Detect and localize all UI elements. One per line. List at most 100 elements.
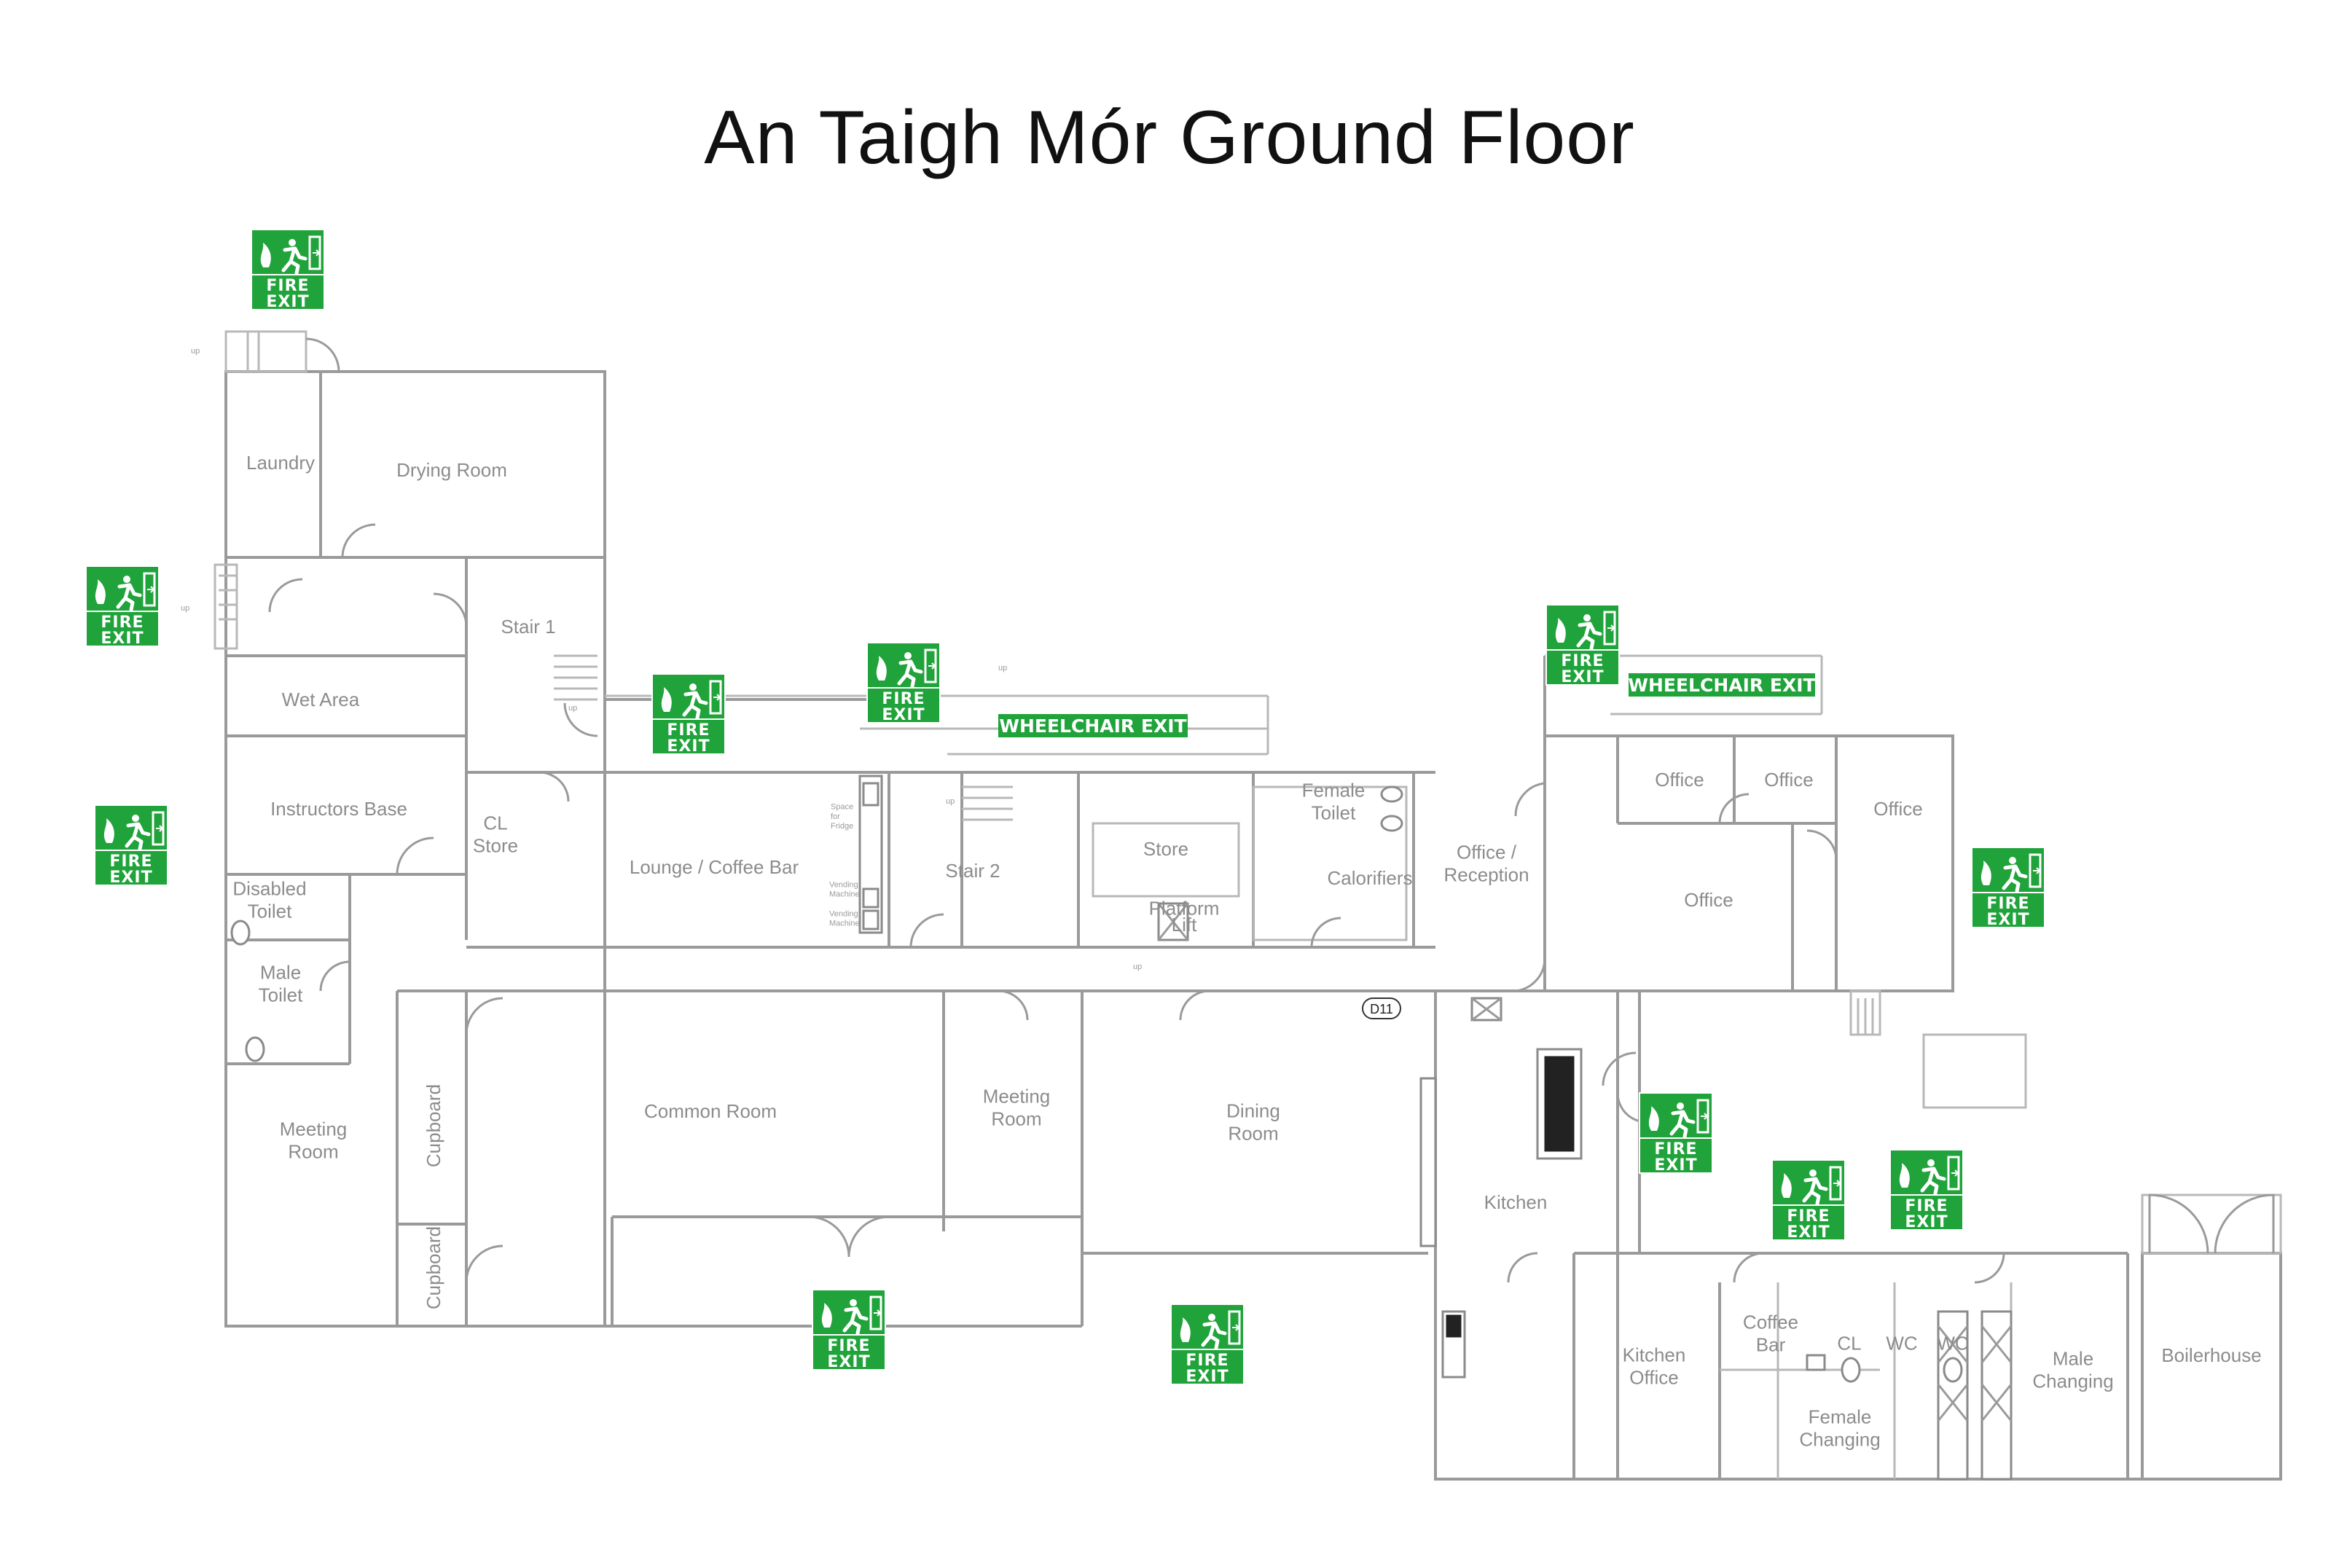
room-office-reception: Office /Reception (1443, 842, 1529, 886)
fire-exit-signs: FIRE EXIT FIRE EXIT FIRE EXIT (85, 229, 2045, 1386)
room-instructors-base: Instructors Base (270, 798, 407, 820)
fire-exit-line-1: FIRE (1561, 652, 1604, 670)
room-wc-1: WC (1886, 1333, 1917, 1355)
fire-exit-sign: FIRE EXIT (1889, 1149, 1964, 1231)
fire-exit-sign: FIRE EXIT (1545, 604, 1620, 686)
stair-note-up-1: up (191, 347, 200, 356)
fire-exit-line-1: FIRE (101, 614, 144, 632)
room-office-4: Office (1684, 889, 1733, 911)
running-man-fire-exit-icon (1781, 1166, 1842, 1206)
fire-exit-sign: FIRE EXIT (1639, 1092, 1713, 1175)
running-man-fire-exit-icon (1648, 1099, 1709, 1139)
fire-exit-line-2: EXIT (1905, 1213, 1948, 1231)
fire-exit-line-1: FIRE (1654, 1140, 1697, 1159)
fire-exit-sign: FIRE EXIT (1771, 1159, 1846, 1242)
wheelchair-exit-sign-2: WHEELCHAIR EXIT (1628, 673, 1816, 697)
fire-exit-sign: FIRE EXIT (94, 804, 168, 887)
fire-exit-line-1: FIRE (1986, 895, 2029, 913)
running-man-fire-exit-icon (1899, 1156, 1960, 1196)
room-office-3: Office (1873, 798, 1922, 820)
running-man-fire-exit-icon (1180, 1310, 1241, 1350)
fire-exit-line-1: FIRE (1905, 1197, 1948, 1215)
fire-exit-sign: FIRE EXIT (251, 229, 325, 311)
fire-exit-line-2: EXIT (109, 869, 152, 887)
stair-note-up-6: up (1133, 963, 1142, 971)
toilet-pan (245, 1036, 265, 1062)
running-man-fire-exit-icon (661, 680, 722, 720)
fire-exit-sign: FIRE EXIT (85, 565, 160, 648)
room-stair2: Stair 2 (945, 860, 1000, 882)
fire-exit-line-2: EXIT (101, 630, 144, 648)
room-cupboard-1: Cupboard (423, 1084, 444, 1167)
fire-exit-line-1: FIRE (827, 1337, 870, 1355)
running-man-fire-exit-icon (95, 572, 156, 612)
fire-exit-line-2: EXIT (882, 706, 925, 724)
room-cupboard-2: Cupboard (423, 1226, 444, 1309)
room-office-1: Office (1655, 769, 1704, 791)
room-lounge: Lounge / Coffee Bar (630, 856, 799, 878)
fixtures (219, 332, 2013, 1481)
room-calorifiers: Calorifiers (1327, 867, 1412, 889)
room-office-2: Office (1764, 769, 1813, 791)
stair-note-up-4: up (946, 797, 955, 806)
stair2-steps (962, 785, 1013, 821)
svg-text:WHEELCHAIR EXIT: WHEELCHAIR EXIT (999, 716, 1186, 737)
door-swings (268, 337, 2275, 1284)
room-boilerhouse: Boilerhouse (2161, 1344, 2261, 1366)
fire-exit-line-2: EXIT (667, 737, 710, 756)
fire-exit-line-2: EXIT (1654, 1156, 1697, 1175)
fire-exit-line-2: EXIT (1186, 1368, 1229, 1386)
stair-note-up-5: up (998, 664, 1007, 673)
fire-exit-line-1: FIRE (882, 690, 925, 708)
stair-note-up-3: up (568, 704, 577, 713)
fire-exit-line-1: FIRE (667, 721, 710, 740)
locker-stack-1 (1937, 1310, 1969, 1481)
fire-exit-line-1: FIRE (1787, 1207, 1830, 1226)
fire-exit-line-2: EXIT (827, 1353, 870, 1371)
fire-exit-line-2: EXIT (266, 293, 309, 311)
fire-exit-sign: FIRE EXIT (651, 673, 726, 756)
room-wet-area: Wet Area (282, 689, 360, 710)
room-store: Store (1143, 838, 1188, 860)
fire-exit-line-2: EXIT (1986, 911, 2029, 929)
room-stair1: Stair 1 (501, 616, 555, 638)
fire-exit-line-1: FIRE (266, 277, 309, 295)
room-kitchen: Kitchen (1484, 1191, 1548, 1213)
room-drying-room: Drying Room (396, 459, 507, 481)
running-man-fire-exit-icon (103, 811, 165, 851)
room-laundry: Laundry (246, 452, 315, 474)
fire-exit-sign: FIRE EXIT (866, 642, 941, 724)
stair-note-up-2: up (181, 604, 189, 613)
room-labels: Laundry Drying Room Stair 1 Wet Area Ins… (181, 347, 2262, 1451)
svg-text:D11: D11 (1370, 1002, 1393, 1016)
fire-exit-sign: FIRE EXIT (1971, 847, 2045, 929)
stair1-steps (554, 654, 598, 701)
fire-exit-sign: FIRE EXIT (812, 1289, 886, 1371)
svg-text:WHEELCHAIR EXIT: WHEELCHAIR EXIT (1628, 675, 1815, 696)
locker-stack-2 (1980, 1310, 2013, 1481)
fire-exit-sign: FIRE EXIT (1170, 1304, 1245, 1386)
running-man-fire-exit-icon (1980, 853, 2042, 893)
running-man-fire-exit-icon (876, 648, 937, 689)
fire-exit-line-1: FIRE (109, 852, 152, 871)
fire-exit-line-2: EXIT (1787, 1223, 1830, 1242)
fire-exit-line-2: EXIT (1561, 668, 1604, 686)
plan-title: An Taigh Mór Ground Floor (704, 95, 1635, 180)
room-common-room: Common Room (644, 1100, 777, 1122)
